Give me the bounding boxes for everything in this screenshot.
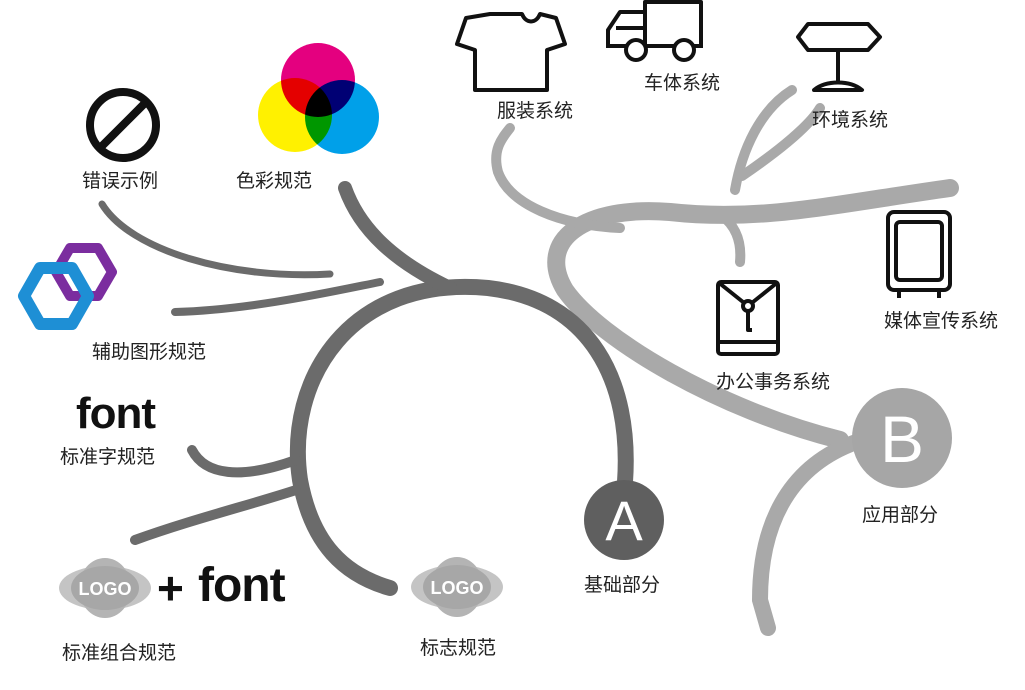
badge-a: A <box>584 480 664 560</box>
badge-a-letter: A <box>605 489 643 552</box>
logo-ellipse-icon-spec: LOGO <box>411 557 503 617</box>
display-board-icon <box>886 210 952 298</box>
wrong-examples-branch <box>98 200 334 279</box>
combo-font-word: font <box>198 559 286 612</box>
badge-b-letter: B <box>880 402 924 476</box>
label-logo-spec: 标志规范 <box>420 637 497 659</box>
signpost-icon <box>796 22 882 92</box>
prohibited-icon <box>86 88 160 162</box>
basic-main-arc <box>289 278 634 596</box>
logo-ellipse-icon-combo: LOGO <box>59 558 151 618</box>
label-aux-graphics: 辅助图形规范 <box>92 341 207 363</box>
label-wrong-examples: 错误示例 <box>82 170 159 192</box>
aux-graphics-branch <box>171 278 384 316</box>
std-combo-branch <box>130 485 301 545</box>
label-std-combo: 标准组合规范 <box>62 642 177 664</box>
office-branch <box>715 209 746 267</box>
combo-plus: + <box>157 562 184 614</box>
label-color-spec: 色彩规范 <box>236 170 313 192</box>
label-application-part: 应用部分 <box>862 504 939 526</box>
std-font-branch <box>187 445 301 478</box>
environment-branch <box>737 103 825 181</box>
hexagon-graphics-icon <box>18 243 117 330</box>
label-environment: 环境系统 <box>812 109 889 131</box>
cmy-color-circles-icon <box>258 43 379 154</box>
font-word-icon: font <box>76 389 156 438</box>
truck-icon <box>606 0 703 62</box>
apparel-branch <box>491 123 625 233</box>
t-shirt-icon <box>455 12 567 92</box>
envelope-icon <box>716 280 780 356</box>
label-apparel: 服装系统 <box>497 100 574 122</box>
label-media: 媒体宣传系统 <box>884 310 999 332</box>
logo-text-combo: LOGO <box>79 579 132 599</box>
label-office: 办公事务系统 <box>716 371 831 393</box>
label-basic-part: 基础部分 <box>584 574 661 596</box>
logo-text-spec: LOGO <box>431 578 484 598</box>
badge-b: B <box>852 388 952 488</box>
color-spec-branch <box>338 181 457 295</box>
application-lower-branch <box>751 432 870 636</box>
application-main-branch <box>547 179 959 449</box>
label-std-font: 标准字规范 <box>60 446 156 468</box>
label-vehicle: 车体系统 <box>644 72 721 94</box>
